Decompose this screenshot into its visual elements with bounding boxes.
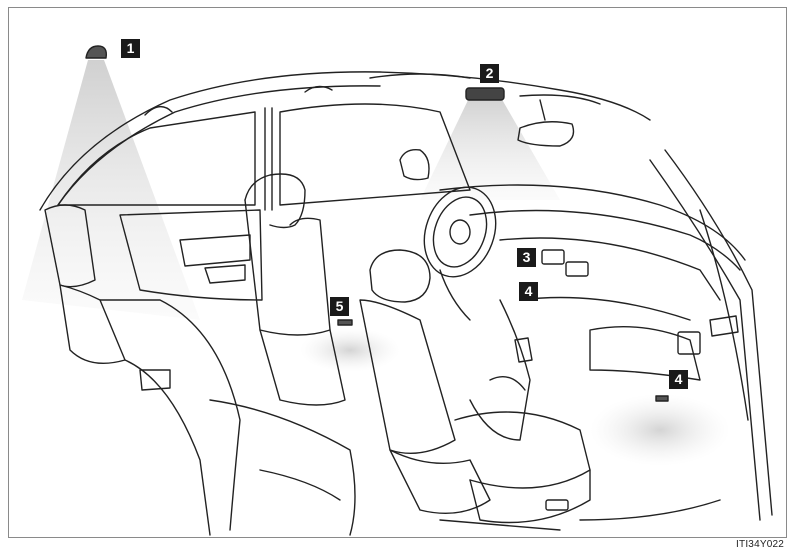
passenger-seat-back: [360, 300, 455, 453]
callout-2: 2: [480, 64, 499, 83]
side-mirror: [400, 150, 429, 180]
callout-5: 5: [330, 297, 349, 316]
callout-4-front: 4: [519, 282, 538, 301]
rear-room-lamp: [86, 46, 106, 58]
center-vent-right: [566, 262, 588, 276]
center-vent-left: [542, 250, 564, 264]
front-room-lamp: [466, 88, 504, 100]
grab-handle-rear: [145, 107, 172, 115]
foot-light-pool-rear: [300, 328, 400, 372]
driver-seat-back: [245, 174, 305, 228]
rear-foot-lamp: [338, 320, 352, 325]
center-console: [470, 300, 530, 440]
callout-3: 3: [517, 248, 536, 267]
passenger-seat-headrest: [370, 250, 430, 302]
side-vent: [678, 332, 700, 354]
rear-view-mirror: [518, 122, 574, 146]
figure-code: ITI34Y022: [736, 539, 784, 550]
callout-1: 1: [121, 39, 140, 58]
foot-light-pool-front: [590, 394, 730, 466]
callout-4-passenger: 4: [669, 370, 688, 389]
light-beam-front: [420, 96, 560, 200]
seat-adjuster: [546, 500, 568, 510]
front-foot-lamp: [656, 396, 668, 401]
